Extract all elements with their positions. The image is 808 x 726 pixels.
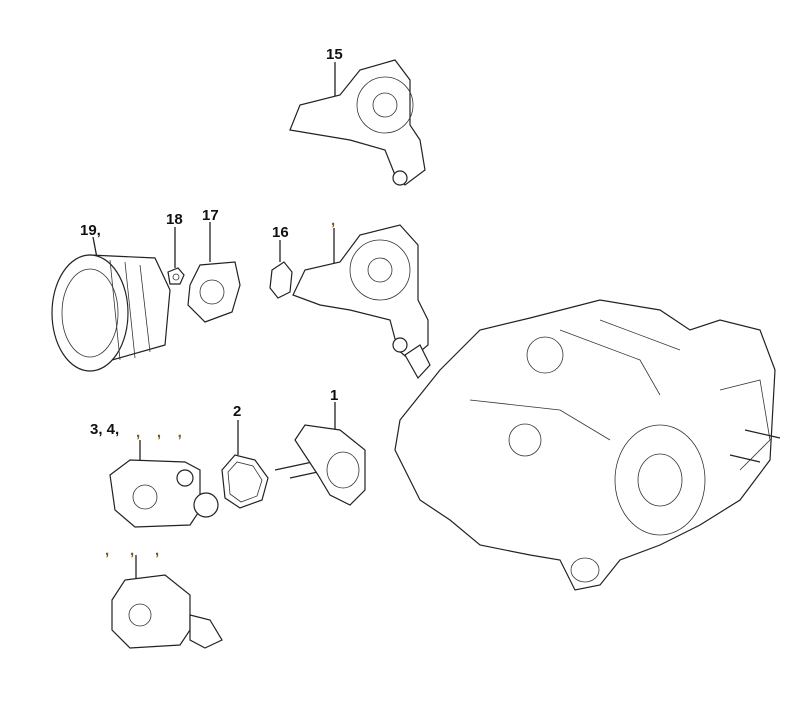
- callout-15: 15: [326, 46, 343, 63]
- callout-18: 18: [166, 211, 183, 228]
- part-18-nut: [167, 267, 185, 285]
- part-16-bracket: [269, 261, 293, 299]
- part-17-component: [187, 261, 241, 323]
- callout-1: 1: [330, 387, 339, 404]
- part-19-filter: [51, 254, 171, 372]
- callout-17: 17: [202, 207, 219, 224]
- callout-3-4-extra: , , ,: [136, 424, 182, 441]
- callout-crankcase-half: ,: [331, 212, 336, 229]
- part-2-gasket: [221, 454, 269, 509]
- part-carburetor-alt: [111, 574, 223, 649]
- leader-lines: [92, 62, 336, 578]
- part-15-crankcase: [289, 59, 426, 186]
- part-1-intake: [274, 424, 366, 506]
- part-3-4-carburetor: [109, 459, 219, 528]
- callout-19: 19,: [80, 222, 101, 239]
- callout-16: 16: [272, 224, 289, 241]
- callout-carburetor-alt: , , ,: [105, 542, 160, 559]
- callout-3-4: 3, 4,: [90, 421, 120, 438]
- part-crankcase-half: [292, 224, 431, 380]
- callout-2: 2: [233, 403, 242, 420]
- engine-assembly: [394, 299, 781, 591]
